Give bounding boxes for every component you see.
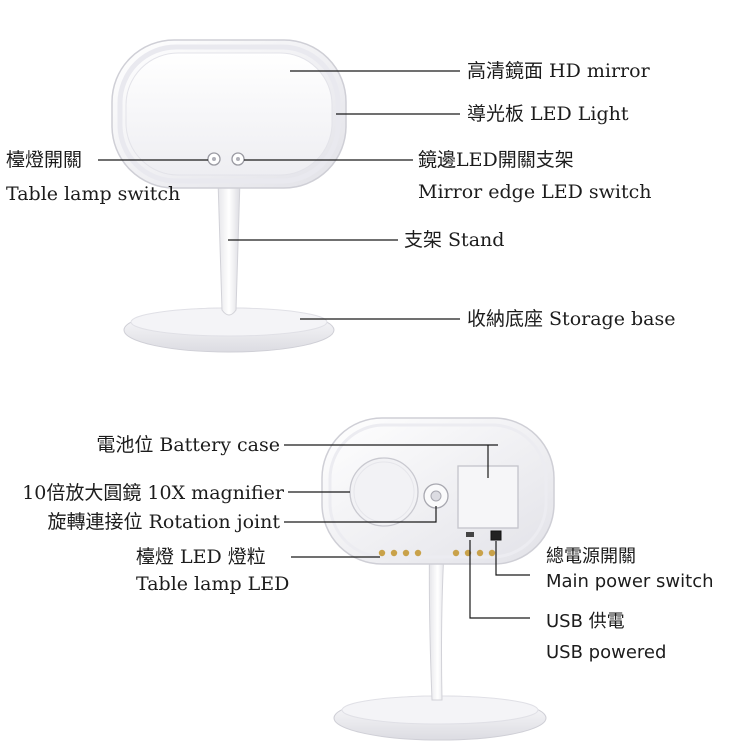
back-leader-lines xyxy=(284,444,530,619)
label-stand: 支架 Stand xyxy=(404,229,505,251)
usb-port xyxy=(466,532,474,537)
main-power-switch xyxy=(490,530,502,541)
label-usb-en: USB powered xyxy=(546,642,667,663)
magnifier-mirror xyxy=(349,457,419,527)
front-leader-lines xyxy=(98,70,460,320)
front-stand xyxy=(217,179,241,316)
label-led-light: 導光板 LED Light xyxy=(467,103,629,125)
label-mirror-edge-switch-cn: 鏡邊LED開關支架 xyxy=(418,149,574,171)
back-mirror-unit xyxy=(321,417,555,741)
label-storage-base: 收納底座 Storage base xyxy=(467,308,676,330)
label-hd-mirror: 高清鏡面 HD mirror xyxy=(467,60,650,82)
table-lamp-led-row xyxy=(378,549,496,557)
label-table-lamp-switch-cn: 檯燈開關 xyxy=(6,149,83,171)
label-table-lamp-led-cn: 檯燈 LED 燈粒 xyxy=(136,546,266,568)
label-table-lamp-led-en: Table lamp LED xyxy=(136,573,290,595)
label-main-power-en: Main power switch xyxy=(546,571,714,592)
label-magnifier: 10倍放大圓鏡 10X magnifier xyxy=(22,482,284,504)
front-mirror-unit xyxy=(111,39,347,353)
label-main-power-cn: 總電源開關 xyxy=(546,546,636,567)
label-battery-case: 電池位 Battery case xyxy=(96,434,280,456)
label-rotation-joint: 旋轉連接位 Rotation joint xyxy=(47,511,280,533)
front-mirror-glass xyxy=(125,52,333,176)
label-table-lamp-switch-en: Table lamp switch xyxy=(6,183,181,205)
label-mirror-edge-switch-en: Mirror edge LED switch xyxy=(418,181,652,203)
label-usb-cn: USB 供電 xyxy=(546,611,625,632)
